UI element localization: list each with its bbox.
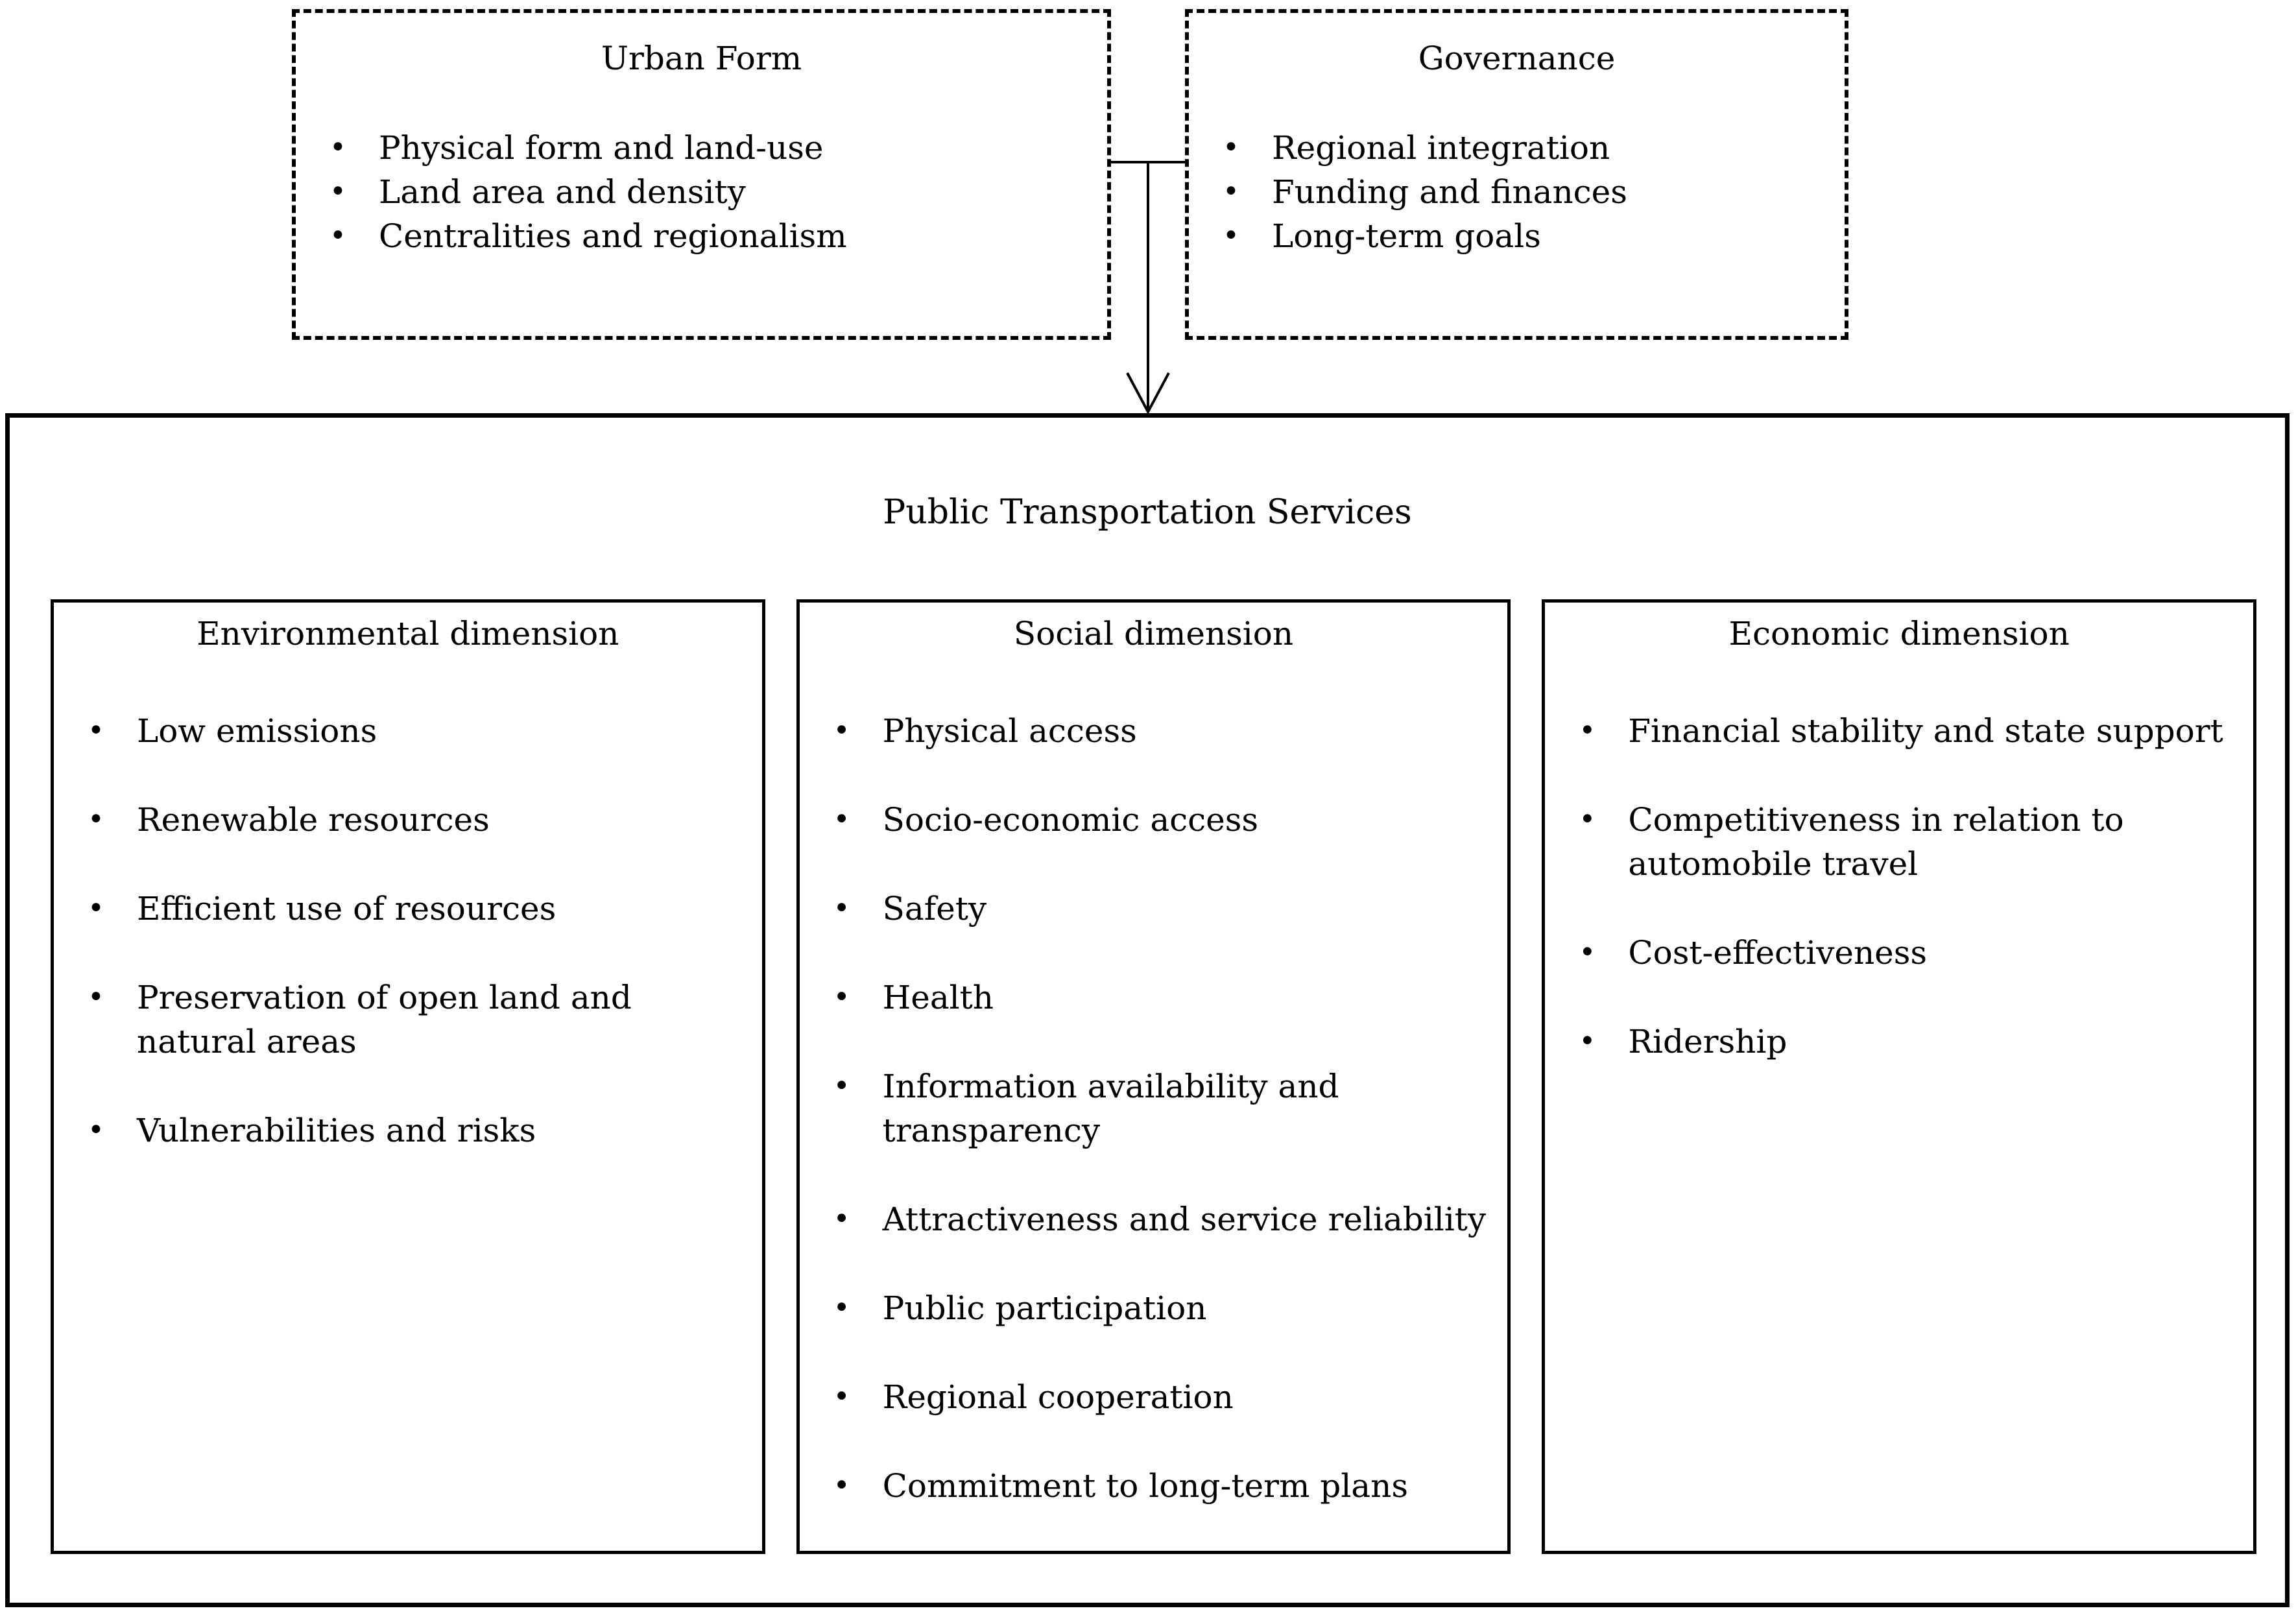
economic-dimension-box: Economic dimension Financial stability a… <box>1542 599 2257 1554</box>
environmental-dimension-list: Low emissionsRenewable resourcesEfficien… <box>54 709 762 1153</box>
bullet-item: Vulnerabilities and risks <box>54 1108 747 1153</box>
governance-list: Regional integrationFunding and finances… <box>1189 126 1845 258</box>
bullet-item: Funding and finances <box>1189 170 1829 214</box>
bullet-item: Commitment to long-term plans <box>800 1464 1492 1508</box>
bullet-item: Land area and density <box>296 170 1092 214</box>
bullet-item: Public participation <box>800 1286 1492 1330</box>
social-dimension-title: Social dimension <box>1013 615 1294 652</box>
bullet-item: Low emissions <box>54 709 747 753</box>
governance-title: Governance <box>1418 40 1616 77</box>
bullet-item: Regional integration <box>1189 126 1829 170</box>
bullet-item: Competitiveness in relation to automobil… <box>1545 798 2238 886</box>
bullet-item: Physical form and land-use <box>296 126 1092 170</box>
bullet-item: Long-term goals <box>1189 214 1829 258</box>
bullet-item: Financial stability and state support <box>1545 709 2238 753</box>
bullet-item: Preservation of open land and natural ar… <box>54 975 747 1064</box>
bullet-item: Cost-effectiveness <box>1545 931 2238 975</box>
down-arrow-icon <box>1111 161 1185 415</box>
environmental-dimension-title: Environmental dimension <box>197 615 619 652</box>
bullet-item: Safety <box>800 887 1492 931</box>
bullet-item: Efficient use of resources <box>54 887 747 931</box>
bullet-item: Health <box>800 975 1492 1020</box>
economic-dimension-title: Economic dimension <box>1728 615 2070 652</box>
governance-box: Governance Regional integrationFunding a… <box>1185 9 1848 340</box>
economic-dimension-list: Financial stability and state supportCom… <box>1545 709 2253 1064</box>
urban-form-list: Physical form and land-useLand area and … <box>296 126 1107 258</box>
public-transportation-title: Public Transportation Services <box>883 493 1412 532</box>
bullet-item: Regional cooperation <box>800 1375 1492 1419</box>
social-dimension-list: Physical accessSocio-economic accessSafe… <box>800 709 1508 1508</box>
bullet-item: Attractiveness and service reliability <box>800 1197 1492 1241</box>
bullet-item: Renewable resources <box>54 798 747 842</box>
bullet-item: Centralities and regionalism <box>296 214 1092 258</box>
dimension-columns: Environmental dimension Low emissionsRen… <box>51 599 2257 1554</box>
bullet-item: Physical access <box>800 709 1492 753</box>
urban-form-title: Urban Form <box>601 40 802 77</box>
environmental-dimension-box: Environmental dimension Low emissionsRen… <box>51 599 765 1554</box>
bullet-item: Socio-economic access <box>800 798 1492 842</box>
bullet-item: Information availability and transparenc… <box>800 1064 1492 1153</box>
social-dimension-box: Social dimension Physical accessSocio-ec… <box>796 599 1511 1554</box>
bullet-item: Ridership <box>1545 1020 2238 1064</box>
public-transportation-box: Public Transportation Services Environme… <box>5 413 2290 1607</box>
urban-form-box: Urban Form Physical form and land-useLan… <box>292 9 1111 340</box>
